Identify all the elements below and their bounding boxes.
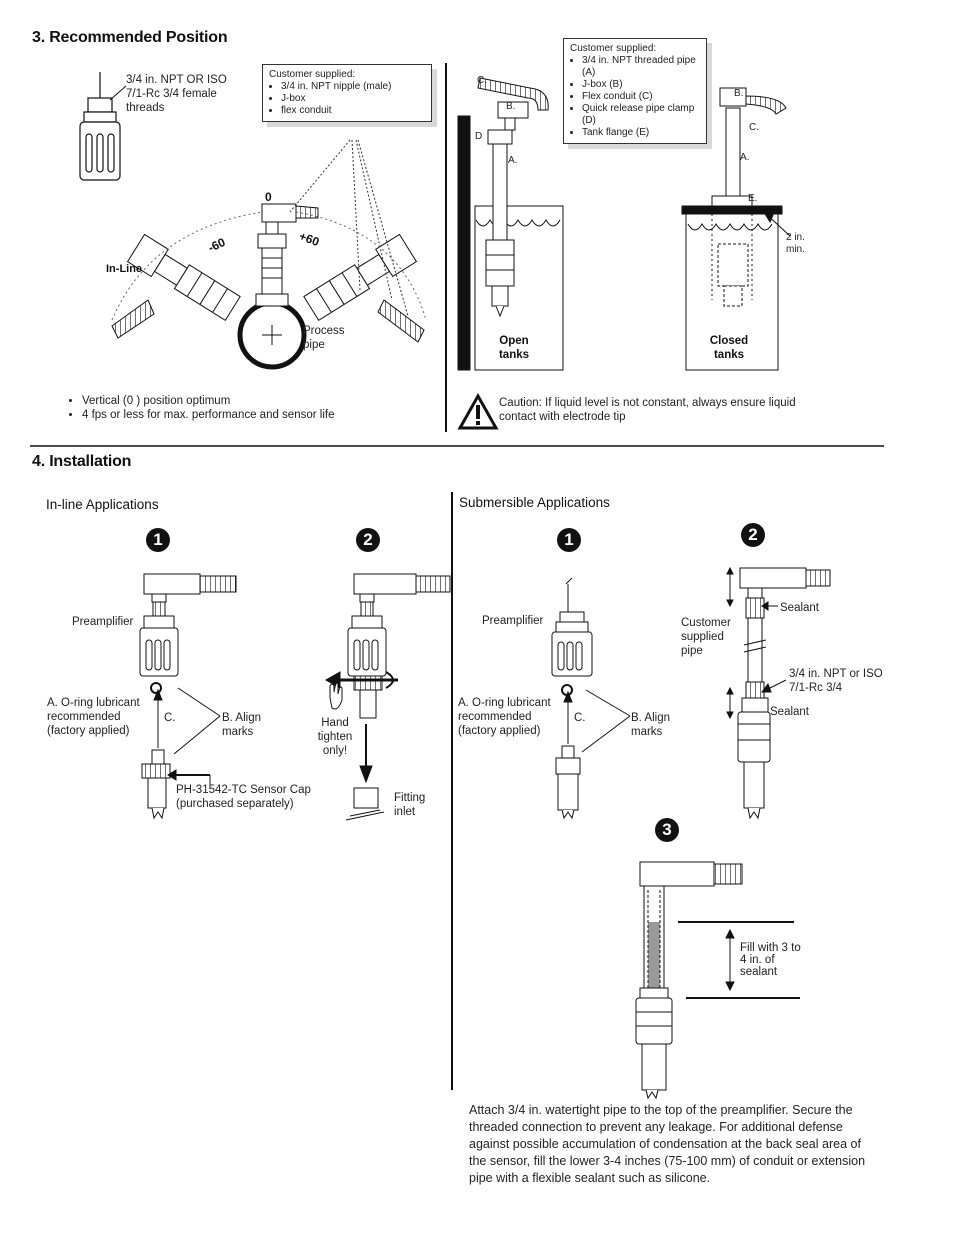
letter-c-open: C. <box>477 75 487 86</box>
npt-label: 3/4 in. NPT or ISO 7/1-Rc 3/4 <box>789 668 883 694</box>
callout-item: Tank flange (E) <box>582 127 700 139</box>
sub-step1-drawing <box>551 577 631 820</box>
c-label: C. <box>574 712 586 724</box>
letter-a-closed: A. <box>740 152 750 163</box>
position-bullets: Vertical (0 ) position optimum 4 fps or … <box>66 394 412 422</box>
angle-zero: 0 <box>265 190 272 204</box>
open-tank-drawing <box>457 77 564 371</box>
inline-label: In-Line <box>106 263 143 275</box>
step-badge-sub-2: 2 <box>741 523 765 547</box>
step-badge-inline-1: 1 <box>146 528 170 552</box>
inline-applications-heading: In-line Applications <box>46 497 159 512</box>
closed-tank-drawing <box>681 87 791 371</box>
customer-pipe-label: Customer supplied pipe <box>681 617 731 657</box>
c-label: C. <box>164 712 176 724</box>
fill-sealant-label: Fill with 3 to 4 in. of sealant <box>740 942 801 978</box>
inline-customer-callout: Customer supplied: 3/4 in. NPT nipple (m… <box>262 64 432 122</box>
oring-label: A. O-ring lubricant recommended (factory… <box>458 697 551 737</box>
sealant-label-top: Sealant <box>780 602 820 614</box>
open-tanks-label: Open tanks <box>498 335 530 361</box>
callout-item: flex conduit <box>281 105 425 117</box>
section3-title: 3. Recommended Position <box>32 29 228 46</box>
callout-heading: Customer supplied: <box>570 43 657 54</box>
step-badge-sub-3: 3 <box>655 818 679 842</box>
thread-label: 3/4 in. NPT OR ISO 7/1-Rc 3/4 female thr… <box>126 74 227 114</box>
callout-heading: Customer supplied: <box>269 69 356 80</box>
align-marks-label: B. Align marks <box>222 712 261 738</box>
preamplifier-label: Preamplifier <box>72 616 134 628</box>
sub-step3-drawing <box>635 861 800 1100</box>
callout-item: J-box (B) <box>582 79 700 91</box>
bullet-item: 4 fps or less for max. performance and s… <box>82 408 412 422</box>
letter-c-closed: C. <box>749 122 759 133</box>
two-inch-min: 2 in. min. <box>786 232 805 255</box>
step-badge-sub-1: 1 <box>557 528 581 552</box>
fitting-inlet-label: Fitting inlet <box>394 792 426 818</box>
callout-item: Quick release pipe clamp (D) <box>582 103 700 127</box>
submersible-applications-heading: Submersible Applications <box>459 495 610 510</box>
caution-text: Caution: If liquid level is not constant… <box>499 397 796 423</box>
align-marks-label: B. Align marks <box>631 712 670 738</box>
letter-e-closed: E. <box>748 193 758 204</box>
tank-customer-callout: Customer supplied: 3/4 in. NPT threaded … <box>563 38 707 144</box>
process-pipe-label: Process pipe <box>303 325 345 351</box>
preamplifier-label: Preamplifier <box>482 615 544 627</box>
caution-icon <box>457 392 499 430</box>
installation-paragraph: Attach 3/4 in. watertight pipe to the to… <box>469 1103 866 1185</box>
step-badge-inline-2: 2 <box>356 528 380 552</box>
inline-step1-drawing <box>139 573 237 820</box>
letter-b-open: B. <box>506 101 516 112</box>
sealant-label-bottom: Sealant <box>770 706 810 718</box>
bullet-item: Vertical (0 ) position optimum <box>82 394 412 408</box>
section4-title: 4. Installation <box>32 453 132 470</box>
female-thread-fitting <box>79 72 121 181</box>
oring-label: A. O-ring lubricant recommended (factory… <box>47 697 140 737</box>
callout-item: 3/4 in. NPT nipple (male) <box>281 81 425 93</box>
callout-item: J-box <box>281 93 425 105</box>
letter-b-closed: B. <box>734 88 744 99</box>
callout-item: 3/4 in. NPT threaded pipe (A) <box>582 55 700 79</box>
hand-tighten-label: Hand tighten only! <box>317 717 353 757</box>
letter-d-open: D <box>475 131 483 142</box>
sub-step2-drawing <box>726 566 831 820</box>
closed-tanks-label: Closed tanks <box>709 335 749 361</box>
inline-step2-drawing <box>324 573 451 821</box>
callout-item: Flex conduit (C) <box>582 91 700 103</box>
letter-a-open: A. <box>508 155 518 166</box>
process-pipe-drawing <box>111 139 427 370</box>
sensor-cap-label: PH-31542-TC Sensor Cap (purchased separa… <box>176 784 311 810</box>
